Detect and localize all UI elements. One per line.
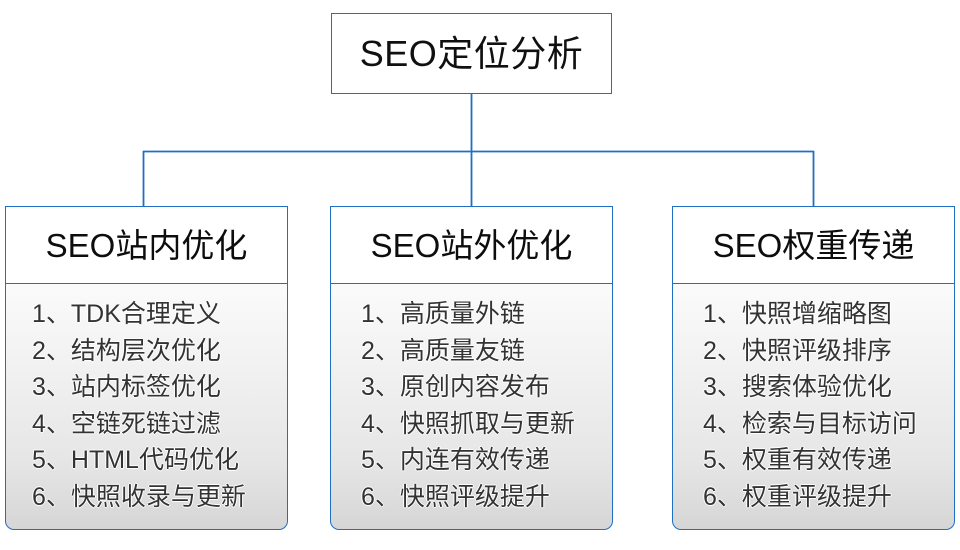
list-item: 5、内连有效传递	[361, 446, 550, 475]
list-item: 6、权重评级提升	[703, 482, 892, 511]
branch-header-1: SEO站外优化	[330, 206, 613, 284]
list-item: 4、检索与目标访问	[703, 409, 917, 438]
list-item: 1、TDK合理定义	[32, 300, 221, 329]
branch-header-2: SEO权重传递	[672, 206, 955, 284]
branch-header-0: SEO站内优化	[5, 206, 288, 284]
list-item: 5、权重有效传递	[703, 446, 892, 475]
branch-column-2: SEO权重传递 1、快照增缩略图 2、快照评级排序 3、搜索体验优化 4、检索与…	[672, 206, 955, 532]
list-item: 3、站内标签优化	[32, 373, 221, 402]
root-node-title: SEO定位分析	[359, 32, 584, 74]
list-item: 4、快照抓取与更新	[361, 409, 575, 438]
branch-list-2: 1、快照增缩略图 2、快照评级排序 3、搜索体验优化 4、检索与目标访问 5、权…	[673, 296, 954, 515]
list-item: 3、原创内容发布	[361, 373, 550, 402]
root-node: SEO定位分析	[331, 13, 612, 94]
list-item: 4、空链死链过滤	[32, 409, 221, 438]
branch-body-1: 1、高质量外链 2、高质量友链 3、原创内容发布 4、快照抓取与更新 5、内连有…	[330, 282, 613, 531]
list-item: 3、搜索体验优化	[703, 373, 892, 402]
list-item: 6、快照收录与更新	[32, 482, 246, 511]
branch-body-2: 1、快照增缩略图 2、快照评级排序 3、搜索体验优化 4、检索与目标访问 5、权…	[672, 282, 955, 531]
branch-list-1: 1、高质量外链 2、高质量友链 3、原创内容发布 4、快照抓取与更新 5、内连有…	[331, 296, 612, 515]
branch-list-0: 1、TDK合理定义 2、结构层次优化 3、站内标签优化 4、空链死链过滤 5、H…	[6, 296, 287, 515]
list-item: 2、高质量友链	[361, 336, 525, 365]
branch-column-0: SEO站内优化 1、TDK合理定义 2、结构层次优化 3、站内标签优化 4、空链…	[5, 206, 288, 532]
branch-title-1: SEO站外优化	[370, 226, 573, 264]
branch-title-2: SEO权重传递	[712, 226, 915, 264]
branch-title-0: SEO站内优化	[45, 226, 248, 264]
list-item: 1、高质量外链	[361, 300, 525, 329]
branch-body-0: 1、TDK合理定义 2、结构层次优化 3、站内标签优化 4、空链死链过滤 5、H…	[5, 282, 288, 531]
list-item: 2、快照评级排序	[703, 336, 892, 365]
list-item: 2、结构层次优化	[32, 336, 221, 365]
list-item: 5、HTML代码优化	[32, 446, 239, 475]
list-item: 1、快照增缩略图	[703, 300, 892, 329]
list-item: 6、快照评级提升	[361, 482, 550, 511]
branch-column-1: SEO站外优化 1、高质量外链 2、高质量友链 3、原创内容发布 4、快照抓取与…	[330, 206, 613, 532]
